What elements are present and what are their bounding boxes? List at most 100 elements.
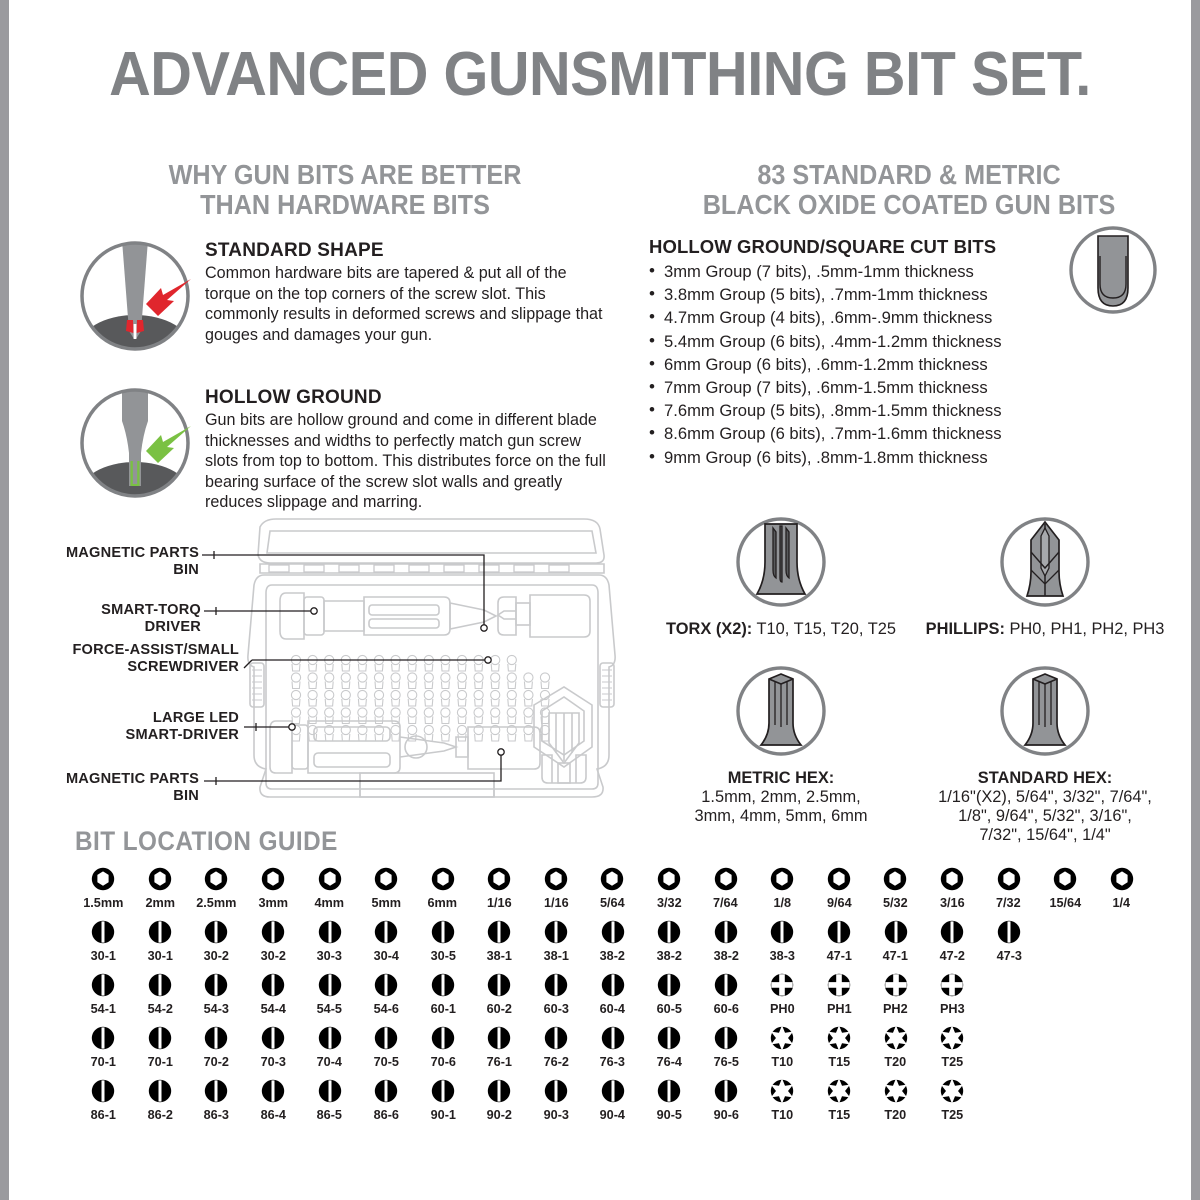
bit-cell[interactable]: 54-3: [188, 970, 245, 1016]
bit-cell[interactable]: 38-1: [471, 917, 528, 963]
bit-cell[interactable]: 3/32: [641, 864, 698, 910]
slot-bit-icon: [301, 970, 358, 1000]
bit-cell[interactable]: 86-6: [358, 1076, 415, 1122]
bit-cell[interactable]: 6mm: [414, 864, 471, 910]
bit-cell[interactable]: 54-1: [75, 970, 132, 1016]
bit-cell[interactable]: 60-5: [641, 970, 698, 1016]
bit-cell[interactable]: T10: [754, 1076, 811, 1122]
bit-cell[interactable]: 1.5mm: [75, 864, 132, 910]
bit-cell[interactable]: 30-1: [132, 917, 189, 963]
callout-force-assist-screwdriver: FORCE-ASSIST/SMALL SCREWDRIVER: [72, 642, 239, 675]
bit-cell[interactable]: 7/32: [980, 864, 1037, 910]
standard-shape-bit-icon: [75, 236, 195, 361]
bit-cell[interactable]: 1/8: [754, 864, 811, 910]
bit-cell[interactable]: 90-2: [471, 1076, 528, 1122]
bit-cell[interactable]: 1/16: [528, 864, 585, 910]
bit-cell[interactable]: 9/64: [811, 864, 868, 910]
slot-bit-icon: [698, 917, 755, 947]
bit-cell[interactable]: 38-2: [584, 917, 641, 963]
bit-cell[interactable]: 60-4: [584, 970, 641, 1016]
bit-cell[interactable]: 2mm: [132, 864, 189, 910]
bit-cell[interactable]: 76-3: [584, 1023, 641, 1069]
bit-cell[interactable]: 60-2: [471, 970, 528, 1016]
bit-cell[interactable]: 15/64: [1037, 864, 1094, 910]
bit-cell[interactable]: 86-1: [75, 1076, 132, 1122]
bit-cell[interactable]: 76-1: [471, 1023, 528, 1069]
bit-cell[interactable]: 38-1: [528, 917, 585, 963]
bit-cell[interactable]: 90-4: [584, 1076, 641, 1122]
bit-cell[interactable]: 5/64: [584, 864, 641, 910]
bit-cell[interactable]: 70-1: [132, 1023, 189, 1069]
slot-bit-icon: [471, 1023, 528, 1053]
bit-cell[interactable]: 1/16: [471, 864, 528, 910]
bit-cell[interactable]: T25: [924, 1076, 981, 1122]
bit-cell[interactable]: PH0: [754, 970, 811, 1016]
hex-bit-icon: [697, 864, 754, 894]
bit-cell[interactable]: 4mm: [301, 864, 358, 910]
bit-cell[interactable]: PH3: [924, 970, 981, 1016]
bit-cell[interactable]: 3/16: [924, 864, 981, 910]
bit-cell[interactable]: T15: [811, 1023, 868, 1069]
bit-cell[interactable]: 47-2: [924, 917, 981, 963]
metric-hex-values: 1.5mm, 2mm, 2.5mm, 3mm, 4mm, 5mm, 6mm: [694, 788, 868, 825]
bit-cell[interactable]: 38-2: [698, 917, 755, 963]
bit-cell[interactable]: 90-6: [698, 1076, 755, 1122]
bit-cell[interactable]: 47-1: [811, 917, 868, 963]
hollow-ground-bit-icon: [75, 383, 195, 513]
slot-bit-icon: [698, 1076, 755, 1106]
bit-cell[interactable]: 86-2: [132, 1076, 189, 1122]
bit-cell[interactable]: PH1: [811, 970, 868, 1016]
bit-cell[interactable]: 30-2: [245, 917, 302, 963]
bit-cell[interactable]: 1/4: [1093, 864, 1150, 910]
bit-cell[interactable]: 90-5: [641, 1076, 698, 1122]
bit-cell[interactable]: 47-3: [981, 917, 1038, 963]
bit-cell[interactable]: T25: [924, 1023, 981, 1069]
bit-cell[interactable]: 76-4: [641, 1023, 698, 1069]
bit-cell[interactable]: 30-3: [301, 917, 358, 963]
bit-cell[interactable]: 54-4: [245, 970, 302, 1016]
bit-cell[interactable]: 60-3: [528, 970, 585, 1016]
bit-cell[interactable]: 30-2: [188, 917, 245, 963]
bit-cell[interactable]: 54-2: [132, 970, 189, 1016]
bit-cell[interactable]: T20: [867, 1023, 924, 1069]
bit-cell[interactable]: 38-2: [641, 917, 698, 963]
bit-cell[interactable]: T10: [754, 1023, 811, 1069]
slot-bit-icon: [415, 1076, 472, 1106]
slot-bit-icon: [415, 970, 472, 1000]
bit-cell[interactable]: 86-5: [301, 1076, 358, 1122]
bit-cell[interactable]: 70-2: [188, 1023, 245, 1069]
bit-cell[interactable]: 70-4: [301, 1023, 358, 1069]
bit-cell[interactable]: 3mm: [245, 864, 302, 910]
list-item: 7mm Group (7 bits), .6mm-1.5mm thickness: [649, 375, 1169, 399]
bit-cell[interactable]: 5mm: [358, 864, 415, 910]
slot-bit-icon: [188, 970, 245, 1000]
bit-cell[interactable]: 60-6: [698, 970, 755, 1016]
bit-cell[interactable]: 54-5: [301, 970, 358, 1016]
bit-cell[interactable]: 38-3: [754, 917, 811, 963]
bit-cell[interactable]: 90-3: [528, 1076, 585, 1122]
bit-cell[interactable]: 76-2: [528, 1023, 585, 1069]
bit-cell[interactable]: 30-4: [358, 917, 415, 963]
bit-cell[interactable]: 76-5: [698, 1023, 755, 1069]
bit-cell[interactable]: 2.5mm: [188, 864, 245, 910]
list-item: 5.4mm Group (6 bits), .4mm-1.2mm thickne…: [649, 329, 1169, 353]
bit-cell[interactable]: 86-3: [188, 1076, 245, 1122]
bit-cell[interactable]: 30-1: [75, 917, 132, 963]
bit-cell[interactable]: 54-6: [358, 970, 415, 1016]
bit-cell[interactable]: T15: [811, 1076, 868, 1122]
bit-cell[interactable]: 86-4: [245, 1076, 302, 1122]
callout-magnetic-parts-bin-bottom: MAGNETIC PARTS BIN: [65, 771, 199, 804]
bit-cell[interactable]: 70-1: [75, 1023, 132, 1069]
bit-cell[interactable]: PH2: [867, 970, 924, 1016]
bit-cell[interactable]: 5/32: [867, 864, 924, 910]
bit-cell[interactable]: T20: [867, 1076, 924, 1122]
bit-cell[interactable]: 7/64: [697, 864, 754, 910]
bit-cell[interactable]: 60-1: [415, 970, 472, 1016]
bit-cell[interactable]: 70-3: [245, 1023, 302, 1069]
bit-cell[interactable]: 70-5: [358, 1023, 415, 1069]
bit-cell[interactable]: 70-6: [415, 1023, 472, 1069]
bit-cell[interactable]: 30-5: [415, 917, 472, 963]
bit-cell[interactable]: 47-1: [867, 917, 924, 963]
bit-cell[interactable]: 90-1: [415, 1076, 472, 1122]
